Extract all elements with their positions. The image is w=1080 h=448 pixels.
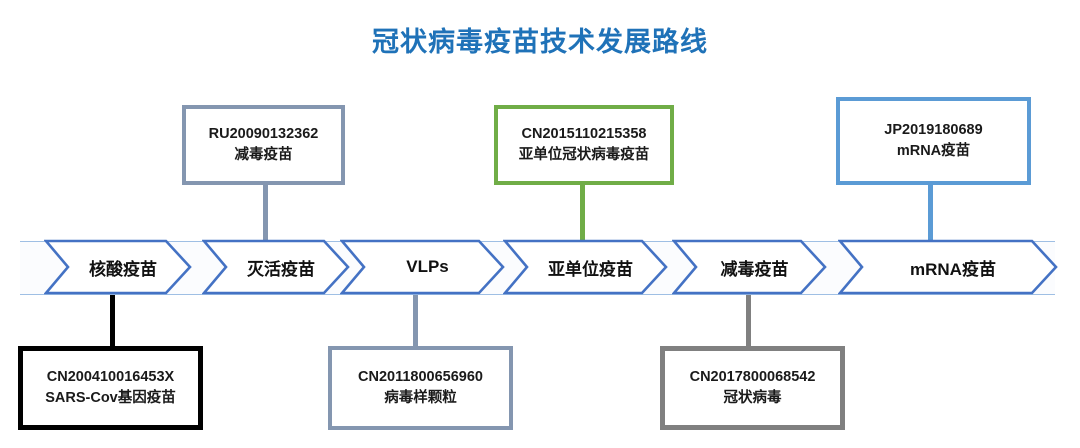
patent-number: CN2011800656960 xyxy=(358,368,483,385)
patent-name: 冠状病毒 xyxy=(723,390,782,406)
stage-label: 核酸疫苗 xyxy=(89,259,157,279)
stage-chevron-2[interactable]: 灭活疫苗 xyxy=(202,238,350,296)
callout-box-cn2017800068542[interactable]: CN2017800068542 冠状病毒 xyxy=(660,346,845,430)
connector-ru20090132362 xyxy=(263,185,268,243)
stage-label: 灭活疫苗 xyxy=(247,259,315,279)
stage-label: 亚单位疫苗 xyxy=(548,259,633,279)
connector-cn2017800068542 xyxy=(746,290,751,346)
connector-cn2011800656960 xyxy=(413,290,418,346)
patent-number: CN2017800068542 xyxy=(689,368,816,385)
patent-name: SARS-Cov基因疫苗 xyxy=(45,390,176,406)
connector-cn200410016453x xyxy=(110,290,115,346)
page-title: 冠状病毒疫苗技术发展路线 xyxy=(372,27,708,57)
patent-number: CN2015110215358 xyxy=(521,125,647,142)
patent-number: RU20090132362 xyxy=(208,125,319,142)
patent-number: CN200410016453X xyxy=(46,368,175,385)
patent-name: 亚单位冠状病毒疫苗 xyxy=(518,147,650,163)
patent-number: JP2019180689 xyxy=(884,121,983,138)
stage-label: 减毒疫苗 xyxy=(720,259,789,279)
stage-chevron-1[interactable]: 核酸疫苗 xyxy=(44,238,192,296)
callout-box-jp2019180689[interactable]: JP2019180689 mRNA疫苗 xyxy=(836,97,1031,185)
patent-name: 病毒样颗粒 xyxy=(384,390,457,406)
stage-chevron-4[interactable]: 亚单位疫苗 xyxy=(503,238,668,296)
connector-jp2019180689 xyxy=(928,185,933,243)
stage-chevron-3[interactable]: VLPs xyxy=(340,238,505,296)
stage-label: mRNA疫苗 xyxy=(910,259,996,279)
connector-cn2015110215358 xyxy=(580,185,585,243)
callout-box-cn2011800656960[interactable]: CN2011800656960 病毒样颗粒 xyxy=(328,346,513,430)
callout-box-ru20090132362[interactable]: RU20090132362 减毒疫苗 xyxy=(182,105,345,185)
stage-label: VLPs xyxy=(406,257,449,276)
callout-box-cn200410016453x[interactable]: CN200410016453X SARS-Cov基因疫苗 xyxy=(18,346,203,430)
patent-name: mRNA疫苗 xyxy=(896,143,971,159)
stage-chevron-5[interactable]: 减毒疫苗 xyxy=(672,238,827,296)
patent-name: 减毒疫苗 xyxy=(234,147,293,163)
callout-box-cn2015110215358[interactable]: CN2015110215358 亚单位冠状病毒疫苗 xyxy=(494,105,674,185)
stage-chevron-6[interactable]: mRNA疫苗 xyxy=(838,238,1058,296)
